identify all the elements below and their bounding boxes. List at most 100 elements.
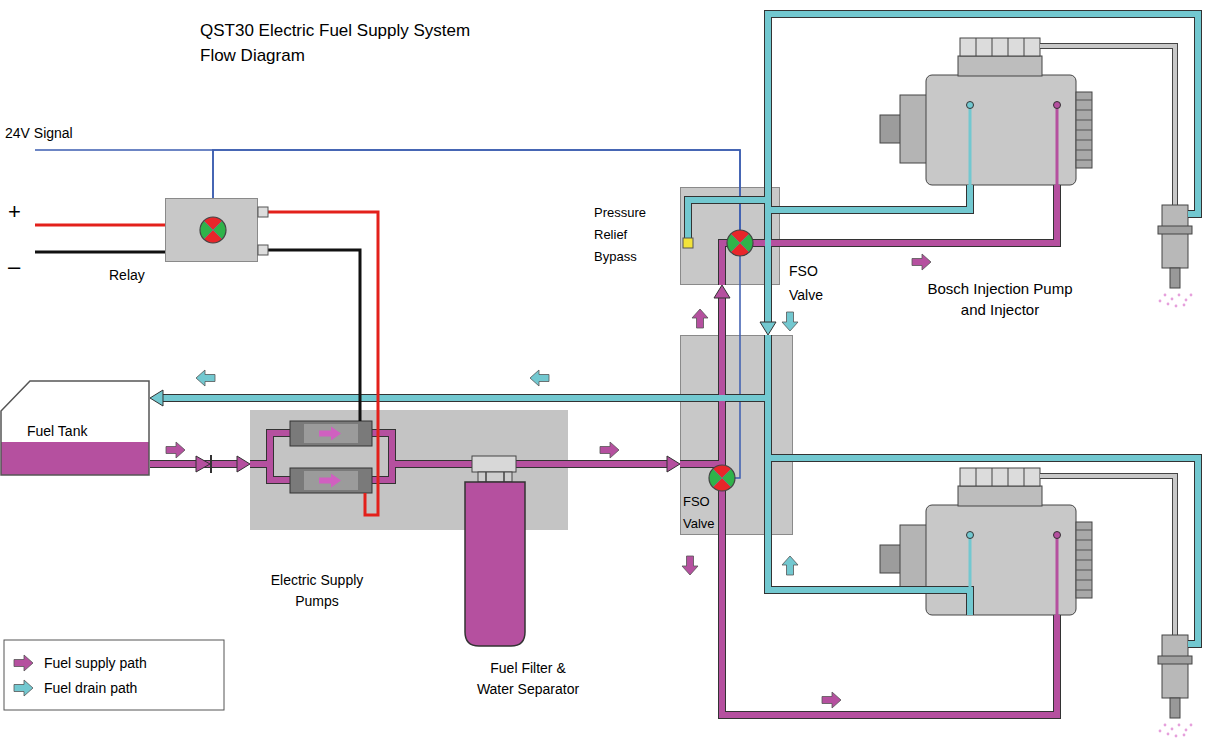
supply-pump: [290, 468, 372, 493]
node-label-holder: Fuel Tank: [27, 422, 127, 440]
pipe-outline: [392, 460, 450, 468]
drain-pipe: [680, 395, 768, 401]
port-dot: [967, 532, 974, 539]
signal-wire: [739, 187, 741, 230]
relay-terminal: [258, 207, 268, 217]
signal-wire-line: [213, 150, 740, 198]
direction-arrow: [196, 370, 215, 386]
pipe-outline: [688, 200, 768, 243]
port-dot: [1054, 102, 1061, 109]
diagram-title-holder: QST30 Electric Fuel Supply System Flow D…: [200, 18, 490, 68]
direction-arrow: [692, 309, 708, 328]
drain-pipe: [768, 458, 1198, 644]
power-wire: [258, 212, 378, 410]
filter-outline: [448, 452, 528, 648]
node-heading: Electric Supply Pumps: [262, 570, 372, 612]
supply-pipe: [528, 456, 680, 472]
node-heading: FSO Valve: [789, 259, 837, 307]
node-heading-holder: Relay: [109, 266, 169, 284]
supply-pipe: [714, 285, 730, 335]
fso-valve-symbol: [709, 465, 735, 491]
filter-head: [472, 456, 516, 472]
signal-wire: [35, 149, 213, 151]
node-heading-holder: Fuel Filter & Water Separator: [473, 658, 583, 700]
legend-text: Fuel supply path: [44, 654, 214, 672]
drain-pipe-line: [765, 285, 771, 323]
pipe-fills: [250, 14, 1198, 715]
signal-wire: [735, 335, 740, 478]
power-wire: [35, 224, 165, 227]
legend-swatch: [14, 655, 33, 671]
node-heading: Fuel Filter & Water Separator: [473, 658, 583, 700]
node-label: Fuel Tank: [27, 422, 127, 440]
fuel-filter: Fuel Filter & Water Separator: [448, 452, 528, 648]
ground-wire: [359, 410, 362, 421]
pump-core: [304, 471, 358, 490]
direction-arrows: [166, 254, 931, 708]
ground-wire: [35, 251, 165, 254]
drain-pipe: [768, 185, 970, 210]
drain-pipe: [768, 14, 1198, 285]
diagram-title: QST30 Electric Fuel Supply System Flow D…: [200, 18, 490, 68]
legend-box: [4, 640, 224, 710]
legend-text-holder: Fuel drain path: [44, 679, 214, 697]
part-name-holder: Bosch Injection Pump and Injector: [915, 278, 1085, 320]
supply-pipe: [392, 461, 450, 467]
pipe-outline: [150, 460, 238, 468]
pipe-outline: [718, 297, 726, 335]
drain-pipe-line: [162, 395, 680, 401]
arrow-head: [714, 285, 730, 298]
power-wire-line: [258, 212, 378, 410]
direction-arrow: [530, 370, 549, 386]
tank-border: [1, 381, 149, 475]
pump-drain-line: [969, 105, 972, 185]
tank-fuel: [1, 442, 149, 475]
drain-pipe: [768, 335, 970, 615]
direction-arrow: [912, 254, 931, 270]
pump-inlet-line: [1056, 535, 1059, 615]
arrow-head: [667, 456, 680, 472]
node-label-holder: FSO Valve: [683, 491, 719, 535]
flow-arrow: [319, 474, 341, 488]
direction-arrow: [782, 312, 798, 331]
port-dot: [1054, 532, 1061, 539]
port-dot: [967, 102, 974, 109]
direction-arrow: [600, 442, 619, 458]
polarity-label: –: [8, 254, 28, 280]
pipe-outline: [753, 185, 1057, 243]
node-heading: Relay: [109, 266, 169, 284]
arrow-head: [237, 456, 250, 472]
pump-core: [304, 424, 358, 443]
pipe-outline: [162, 394, 680, 402]
signal-wire: [213, 150, 740, 198]
drain-pipe: [760, 285, 776, 335]
legend-swatch: [14, 680, 33, 696]
pipe-outline: [722, 243, 727, 285]
fuel-tank: Fuel Tank: [0, 380, 150, 476]
supply-pipe-line: [528, 461, 668, 467]
polarity-label-holder: +: [8, 199, 28, 225]
fso-valve-block: FSO Valve: [680, 335, 793, 535]
signal-wire-line: [213, 150, 740, 335]
pipe-outline: [372, 433, 392, 480]
legend-text: Fuel drain path: [44, 679, 214, 697]
bypass-valve: [683, 238, 693, 248]
filter-bowl: [465, 482, 525, 646]
node-heading-holder: Pressure Relief Bypass: [594, 202, 666, 268]
signal-label: 24V Signal: [5, 124, 95, 142]
supply-pipe: [270, 433, 290, 480]
check-valve-seat: [210, 455, 212, 473]
part-name: Bosch Injection Pump and Injector: [915, 278, 1085, 320]
node-heading: Pressure Relief Bypass: [594, 202, 666, 268]
supply-pipe: [150, 456, 250, 472]
direction-arrow: [682, 556, 698, 575]
legend-text-holder: Fuel supply path: [44, 654, 214, 672]
drain-pipe: [150, 390, 680, 406]
pipe-outlines: [250, 14, 1198, 715]
polarity-label-holder: –: [8, 254, 28, 280]
node-heading-holder: Electric Supply Pumps: [262, 570, 372, 612]
tank-body: [1, 381, 149, 475]
supply-pipe: [372, 433, 392, 480]
